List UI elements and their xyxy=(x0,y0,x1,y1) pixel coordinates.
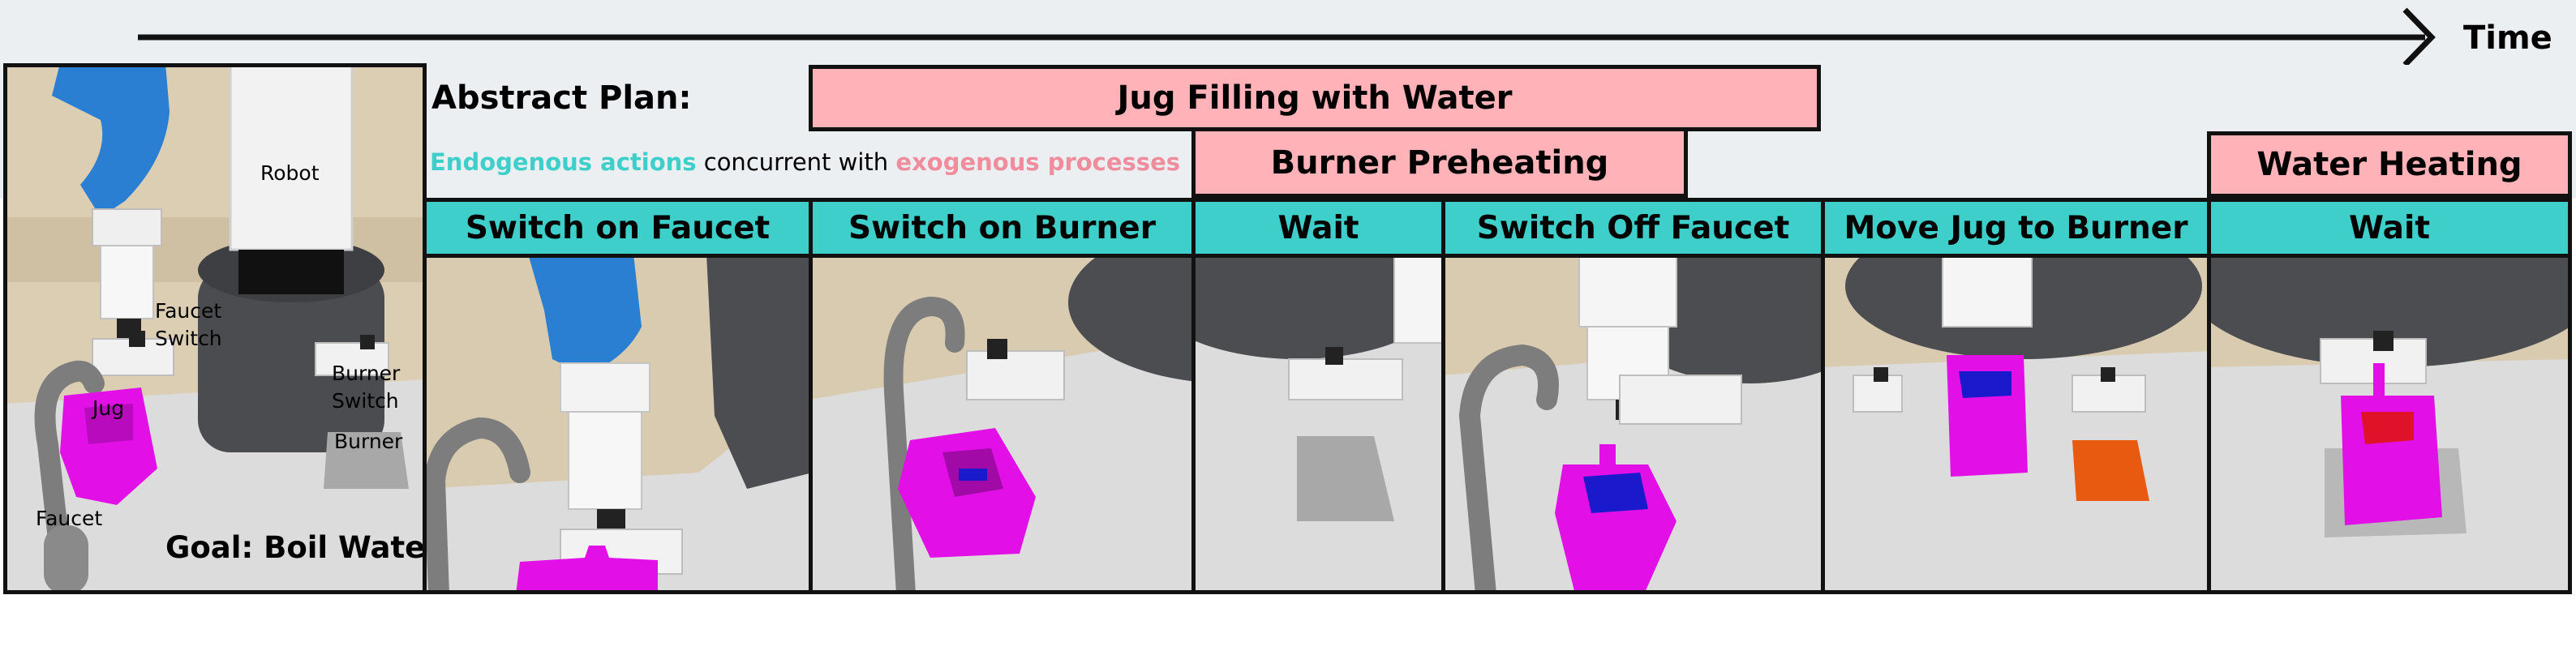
action-switch-on-burner: Switch on Burner xyxy=(809,198,1191,258)
burner-switch-label-line2: Switch xyxy=(332,389,399,413)
goal-caption: Goal: Boil Water xyxy=(165,530,427,565)
time-arrow xyxy=(138,7,2436,65)
goal-scene xyxy=(7,67,423,590)
frame-1-scene xyxy=(427,258,813,590)
process-water-heating: Water Heating xyxy=(2207,131,2572,198)
goal-panel: Robot Faucet Switch Burner Switch Jug Bu… xyxy=(3,63,427,594)
frame-switch-on-faucet xyxy=(423,254,813,594)
action-wait-1: Wait xyxy=(1191,198,1441,258)
burner-label: Burner xyxy=(334,430,403,453)
robot-label: Robot xyxy=(260,161,320,185)
action-wait-2: Wait xyxy=(2207,198,2572,258)
faucet-switch-label-line2: Switch xyxy=(155,327,222,350)
faucet-label: Faucet xyxy=(36,507,103,530)
legend-endogenous: Endogenous actions xyxy=(430,148,697,176)
legend-text: Endogenous actions concurrent with exoge… xyxy=(430,148,1180,176)
frame-wait-1 xyxy=(1191,254,1445,594)
process-burner-preheating: Burner Preheating xyxy=(1191,131,1688,198)
frame-switch-off-faucet xyxy=(1441,254,1825,594)
legend-exogenous: exogenous processes xyxy=(895,148,1180,176)
frame-6-scene xyxy=(2211,258,2568,590)
frame-switch-on-burner xyxy=(809,254,1196,594)
action-switch-off-faucet: Switch Off Faucet xyxy=(1441,198,1821,258)
burner-switch-label-line1: Burner xyxy=(332,362,401,385)
action-move-jug-to-burner: Move Jug to Burner xyxy=(1821,198,2207,258)
action-switch-on-faucet: Switch on Faucet xyxy=(423,198,809,258)
frame-move-jug-to-burner xyxy=(1821,254,2211,594)
frame-wait-2 xyxy=(2207,254,2572,594)
frame-5-scene xyxy=(1825,258,2211,590)
legend-concurrent: concurrent with xyxy=(696,148,896,176)
faucet-switch-label-line1: Faucet xyxy=(155,299,222,323)
jug-label: Jug xyxy=(92,396,125,420)
frame-2-scene xyxy=(813,258,1196,590)
abstract-plan-label: Abstract Plan: xyxy=(431,79,692,117)
robot-arm-icon xyxy=(52,67,170,217)
frame-4-scene xyxy=(1445,258,1825,590)
time-label: Time xyxy=(2463,19,2552,57)
process-jug-filling: Jug Filling with Water xyxy=(809,65,1821,131)
frame-3-scene xyxy=(1196,258,1445,590)
